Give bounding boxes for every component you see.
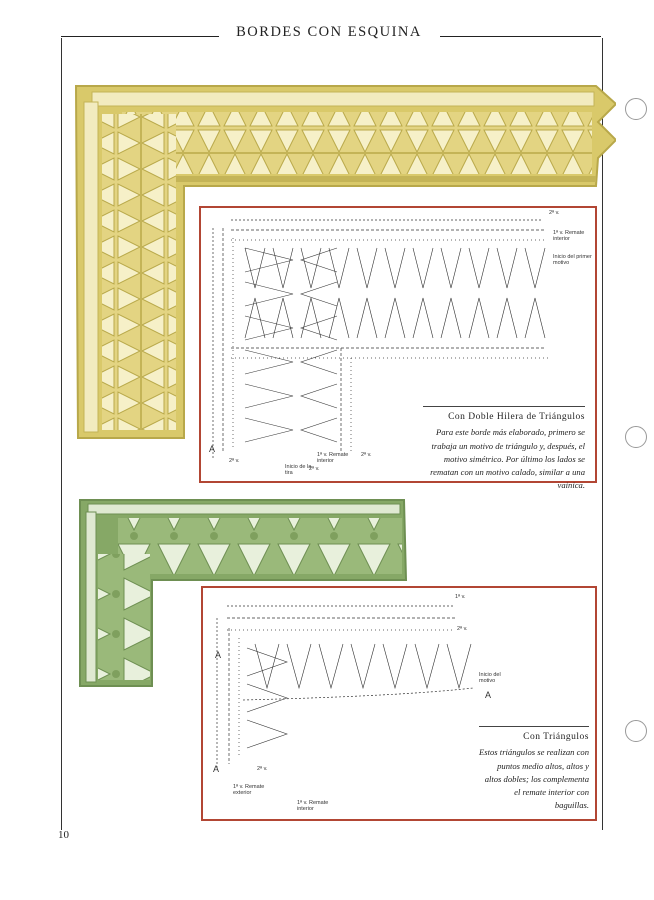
caption-text-pattern1: Para este borde más elaborado, primero s…	[423, 426, 585, 492]
annotation-remate-exterior: 1ª v. Remate exterior	[233, 784, 273, 796]
chart-stroke	[301, 384, 337, 408]
chart-pattern2: 1ª v. 2ª v. Inicio del motivo A A 2ª v. …	[201, 586, 597, 821]
caption-title-pattern2: Con Triángulos	[479, 726, 589, 744]
chart-stroke	[469, 248, 489, 288]
chart-stroke	[245, 248, 293, 272]
chart-stroke	[245, 384, 293, 408]
chart-stroke	[245, 298, 265, 338]
chart-stroke	[385, 298, 405, 338]
annotation-bottom-2v: 2ª v.	[229, 458, 240, 464]
annotation-bottom-a: A	[209, 446, 215, 452]
chart-stroke	[415, 644, 439, 688]
chart-stroke	[245, 418, 293, 442]
chart-stroke	[385, 248, 405, 288]
caption-text-pattern2: Estos triángulos se realizan con puntos …	[479, 746, 589, 812]
header-rule-left	[61, 36, 219, 37]
caption-pattern2: Con Triángulos Estos triángulos se reali…	[479, 726, 589, 813]
chart-stroke	[383, 644, 407, 688]
chart-stroke	[357, 248, 377, 288]
annotation-bottom-2v: 2ª v.	[257, 766, 268, 772]
chart-stroke	[447, 644, 471, 688]
chart-stroke	[329, 248, 349, 288]
chart-stroke	[329, 298, 349, 338]
page-title: BORDES CON ESQUINA	[222, 24, 436, 41]
header-rule-right	[440, 36, 601, 37]
chart-stroke	[357, 298, 377, 338]
annotation-left-a: A	[215, 652, 221, 658]
chart-stroke	[469, 298, 489, 338]
annotation-remate-interior: 1ª v. Remate interior	[553, 230, 593, 242]
chart-stroke	[301, 282, 337, 306]
chart-stroke	[413, 298, 433, 338]
annotation-bottom-2v-c: 2ª v.	[361, 452, 372, 458]
annotation-top-1v: 1ª v.	[455, 594, 466, 600]
chart-stroke	[525, 248, 545, 288]
annotation-inicio-primer-motivo: Inicio del primer motivo	[553, 254, 593, 266]
chart-stroke	[351, 644, 375, 688]
binder-hole-bottom	[625, 720, 647, 742]
chart-pattern1: 2ª v. 1ª v. Remate interior Inicio del p…	[199, 206, 597, 483]
chart-stroke	[273, 248, 293, 288]
chart-stroke	[441, 298, 461, 338]
chart-stroke	[245, 350, 293, 374]
chart-stroke	[301, 418, 337, 442]
annotation-top-2v: 2ª v.	[549, 210, 560, 216]
annotation-inicio-motivo: Inicio del motivo	[479, 672, 509, 684]
chart-stroke	[247, 648, 287, 676]
chart-stroke	[245, 282, 293, 306]
annotation-remate-interior: 1ª v. Remate interior	[297, 800, 337, 812]
caption-title-pattern1: Con Doble Hilera de Triángulos	[423, 406, 585, 424]
chart-stroke	[287, 644, 311, 688]
binder-hole-top	[625, 98, 647, 120]
chart-stroke	[245, 316, 293, 340]
chart-stroke	[301, 298, 321, 338]
page-number: 10	[58, 829, 69, 841]
annotation-bottom-a: A	[213, 766, 219, 772]
caption-pattern1: Con Doble Hilera de Triángulos Para este…	[423, 406, 585, 493]
chart-stroke	[413, 248, 433, 288]
annotation-bottom-remate: 1ª v. Remate interior	[317, 452, 361, 464]
annotation-right-a: A	[485, 692, 491, 698]
annotation-bottom-2v-b: 2ª v.	[309, 466, 320, 472]
chart-stroke	[301, 248, 321, 288]
chart-stroke	[441, 248, 461, 288]
binder-hole-middle	[625, 426, 647, 448]
chart-stroke	[497, 248, 517, 288]
chart-stroke	[497, 298, 517, 338]
annotation-top-2v: 2ª v.	[457, 626, 468, 632]
chart-stroke	[247, 720, 287, 748]
chart-stroke	[525, 298, 545, 338]
chart-stroke	[319, 644, 343, 688]
chart-stroke	[301, 350, 337, 374]
